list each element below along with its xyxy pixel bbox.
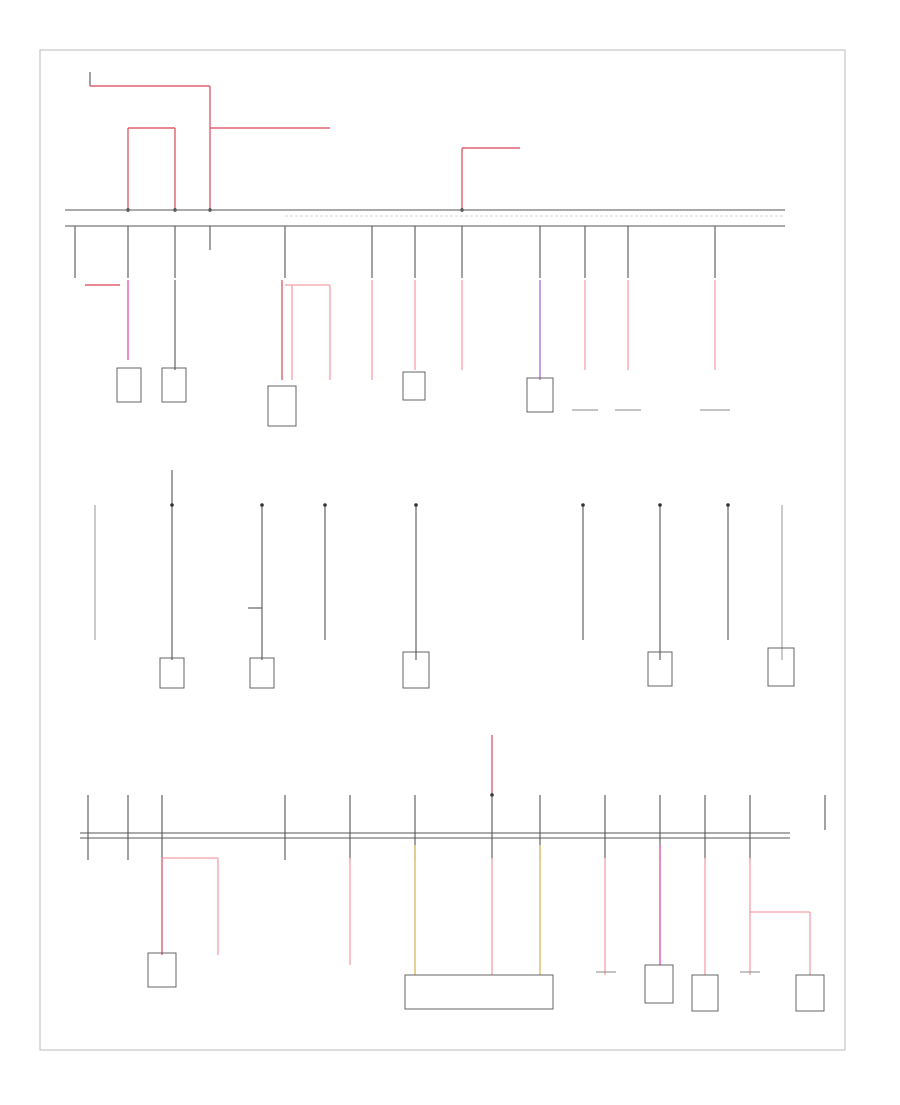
upper-branch-wires: [85, 280, 716, 380]
upper-components: [116, 367, 730, 427]
lower-branch-wires: [161, 845, 811, 975]
middle-wires: [94, 470, 783, 660]
lower-fuse-drops: [127, 795, 751, 860]
center-feed: [490, 735, 494, 797]
top-feed-wires: [89, 72, 520, 212]
lower-components: [147, 952, 825, 1012]
upper-fuse-drops: [74, 226, 716, 278]
lower-fuse-bus: [80, 795, 826, 860]
upper-fuse-bus: [65, 209, 785, 227]
middle-components: [159, 647, 795, 689]
page-frame: [39, 49, 846, 1051]
